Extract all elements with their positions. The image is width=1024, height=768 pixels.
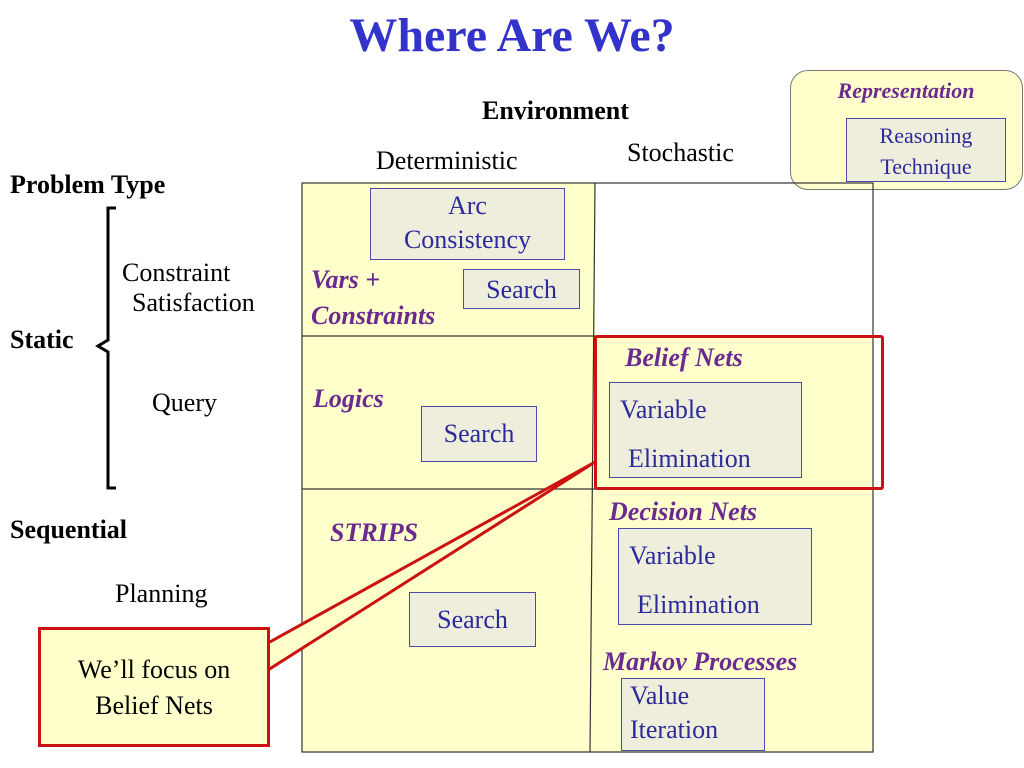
static-brace-icon (95, 206, 116, 490)
decision-tech-line1: Variable (629, 541, 716, 570)
decision-tech-line2: Elimination (637, 590, 760, 620)
belief-nets-highlight (594, 335, 884, 490)
strips-label: STRIPS (330, 518, 419, 547)
constraint-label-line2: Satisfaction (132, 288, 255, 317)
value-iteration-box: Value Iteration (621, 678, 765, 751)
constraint-label-line1: Constraint (122, 258, 231, 287)
arc-consistency-line1: Arc (448, 191, 487, 220)
value-iteration-line2: Iteration (630, 714, 719, 744)
deterministic-label: Deterministic (376, 146, 518, 175)
vars-constraints-line2: Constraints (311, 301, 436, 330)
decision-nets-label: Decision Nets (609, 497, 758, 526)
arc-consistency-box: Arc Consistency (370, 188, 565, 260)
environment-heading: Environment (482, 96, 629, 125)
vars-constraints-line1: Vars + (311, 265, 381, 294)
belief-tech-line1: Variable (620, 395, 707, 424)
decision-variable-elimination-box: Variable Elimination (618, 528, 812, 625)
sequential-label: Sequential (10, 515, 128, 544)
legend-reasoning-technique: Reasoning Technique (846, 118, 1006, 182)
legend-representation: Representation (837, 78, 975, 103)
query-label: Query (152, 388, 217, 417)
strips-search-box: Search (409, 592, 536, 647)
legend-reasoning-line1: Reasoning (879, 123, 973, 148)
csp-search-box: Search (463, 269, 580, 309)
markov-processes-label: Markov Processes (603, 647, 798, 676)
belief-nets-label: Belief Nets (625, 343, 743, 372)
static-label: Static (10, 325, 74, 354)
belief-variable-elimination-box: Variable Elimination (609, 382, 802, 478)
belief-tech-line2: Elimination (628, 444, 751, 474)
planning-label: Planning (115, 579, 208, 608)
callout-line1: We’ll focus on (77, 655, 231, 684)
problem-type-heading: Problem Type (10, 170, 166, 199)
value-iteration-line1: Value (630, 681, 690, 710)
legend-reasoning-line2: Technique (880, 153, 972, 179)
focus-callout: We’ll focus on Belief Nets (38, 627, 270, 747)
stochastic-label: Stochastic (627, 138, 734, 167)
slide-title: Where Are We? (349, 9, 675, 62)
logic-search-box: Search (421, 406, 537, 462)
arc-consistency-line2: Consistency (403, 224, 532, 254)
logics-label: Logics (313, 384, 384, 413)
callout-line2: Belief Nets (95, 691, 213, 721)
